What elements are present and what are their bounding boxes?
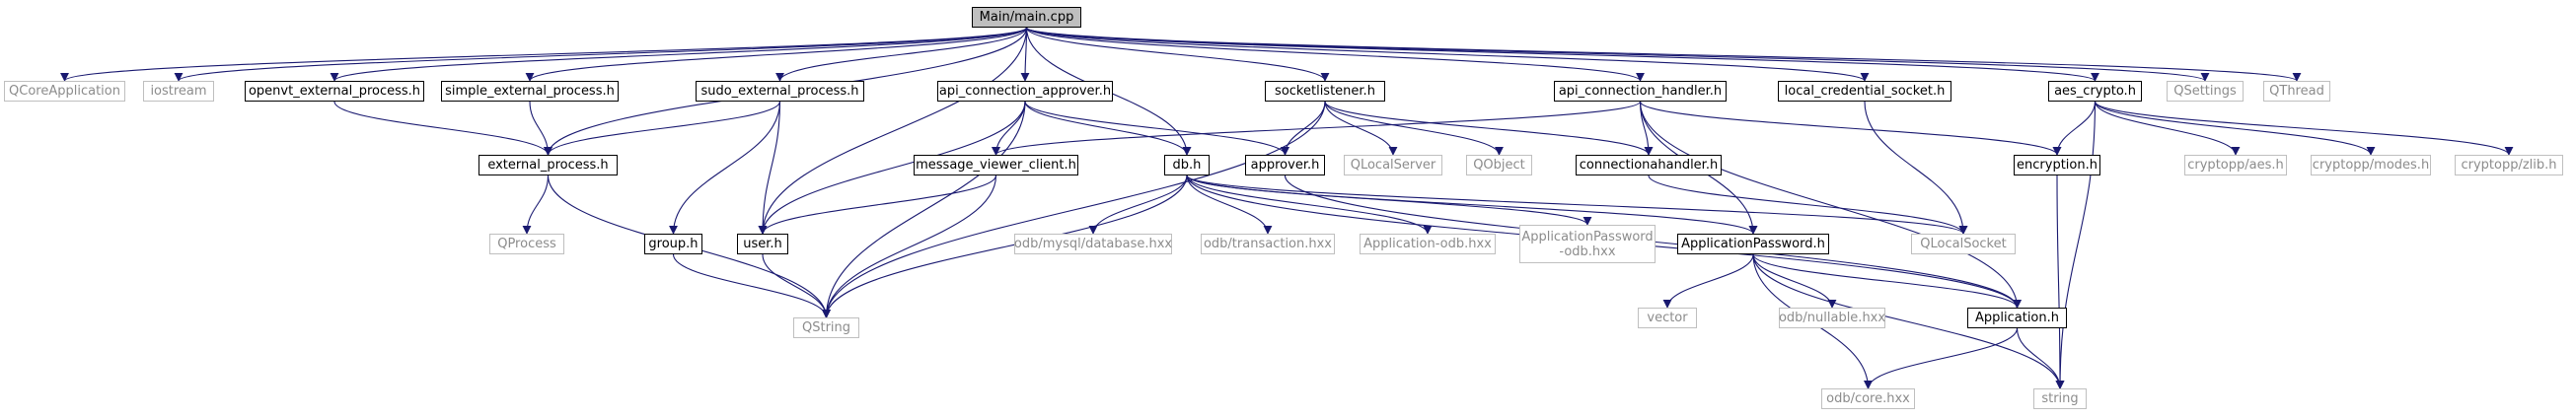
- edge-main-to-qthread: [1025, 27, 2302, 82]
- node-string: string: [2033, 388, 2087, 409]
- edge-extprocess-to-qprocess: [522, 175, 550, 235]
- node-odb-core: odb/core.hxx: [1821, 388, 1915, 409]
- edge-db-to-odbtrans: [1186, 175, 1273, 235]
- edge-sudo-to-group: [669, 101, 781, 235]
- node-message-viewer-client[interactable]: message_viewer_client.h: [914, 155, 1078, 175]
- edge-main-to-apihandler: [1025, 27, 1645, 82]
- edge-apppw-to-application: [1752, 253, 2022, 309]
- edge-approverclass-to-user: [758, 101, 1026, 235]
- edge-main-to-openvt: [330, 27, 1028, 82]
- edge-user-to-qstring: [762, 253, 831, 318]
- edge-db-to-odbmysql: [1088, 175, 1188, 235]
- node-applicationpassword-odb: ApplicationPassword -odb.hxx: [1519, 225, 1656, 263]
- edge-main-to-iostream: [174, 27, 1028, 82]
- node-socketlistener[interactable]: socketlistener.h: [1265, 81, 1385, 102]
- edge-apihandler-to-encryption: [1639, 101, 2062, 156]
- node-vector: vector: [1638, 308, 1697, 328]
- edge-msgviewer-to-user: [758, 175, 997, 235]
- edge-socketlistener-to-connhandler: [1324, 101, 1654, 156]
- edge-apppw-to-odbnullable: [1752, 253, 1837, 309]
- node-cryptopp-aes: cryptopp/aes.h: [2184, 155, 2287, 175]
- edge-socketlistener-to-qlocalserver: [1324, 101, 1398, 156]
- node-db[interactable]: db.h: [1164, 155, 1210, 175]
- edge-socketlistener-to-qobject: [1324, 101, 1504, 156]
- edge-main-to-socketlistener: [1025, 27, 1330, 82]
- edge-main-to-user: [758, 27, 1028, 235]
- edge-apppw-to-string: [1752, 253, 2065, 389]
- node-main-cpp[interactable]: Main/main.cpp: [972, 7, 1081, 28]
- edge-msgviewer-to-qstring: [822, 175, 997, 318]
- node-qprocess: QProcess: [489, 234, 564, 254]
- node-qthread: QThread: [2263, 81, 2330, 102]
- node-api-connection-approver[interactable]: api_connection_approver.h: [937, 81, 1113, 102]
- edge-main-to-aescrypto: [1025, 27, 2099, 82]
- node-odb-nullable: odb/nullable.hxx: [1779, 308, 1885, 328]
- node-api-connection-handler[interactable]: api_connection_handler.h: [1554, 81, 1727, 102]
- edge-apppw-to-vector: [1662, 253, 1754, 309]
- node-applicationpassword[interactable]: ApplicationPassword.h: [1677, 234, 1829, 254]
- node-openvt-external-process[interactable]: openvt_external_process.h: [245, 81, 424, 102]
- node-application-odb: Application-odb.hxx: [1360, 234, 1496, 254]
- edge-group-to-qstring: [672, 253, 831, 318]
- edge-main-to-simple: [525, 27, 1028, 82]
- edge-application-to-string: [2016, 327, 2065, 389]
- node-external-process[interactable]: external_process.h: [478, 155, 618, 175]
- node-aes-crypto[interactable]: aes_crypto.h: [2048, 81, 2142, 102]
- node-odb-transaction: odb/transaction.hxx: [1201, 234, 1335, 254]
- edge-apihandler-to-msgviewer: [992, 101, 1642, 156]
- edge-apihandler-to-application: [1639, 101, 2022, 309]
- node-connectionahandler[interactable]: connectionahandler.h: [1576, 155, 1722, 175]
- edge-main-to-sudo: [775, 27, 1028, 82]
- node-simple-external-process[interactable]: simple_external_process.h: [441, 81, 619, 102]
- node-group[interactable]: group.h: [644, 234, 702, 254]
- node-qlocalserver: QLocalServer: [1344, 155, 1442, 175]
- edge-openvt-to-extprocess: [333, 101, 552, 156]
- node-local-credential-socket[interactable]: local_credential_socket.h: [1778, 81, 1951, 102]
- node-iostream: iostream: [143, 81, 214, 102]
- node-qlocalsocket: QLocalSocket: [1911, 234, 2016, 254]
- edge-aescrypto-to-encryption: [2052, 101, 2097, 156]
- edge-main-to-localcred: [1025, 27, 1870, 82]
- node-qstring: QString: [793, 317, 859, 338]
- edge-application-to-odbcore: [1864, 327, 2019, 389]
- node-sudo-external-process[interactable]: sudo_external_process.h: [696, 81, 864, 102]
- edge-approverclass-to-approver: [1024, 101, 1289, 156]
- edge-main-to-qcoreapplication: [60, 27, 1028, 82]
- edge-db-to-qlocalsocket: [1186, 175, 1968, 235]
- node-encryption[interactable]: encryption.h: [2014, 155, 2100, 175]
- node-odb-mysql-database: odb/mysql/database.hxx: [1014, 234, 1172, 254]
- edge-socketlistener-to-qstring: [822, 101, 1326, 318]
- edge-sudo-to-extprocess: [544, 101, 781, 156]
- node-user[interactable]: user.h: [737, 234, 788, 254]
- node-qobject: QObject: [1466, 155, 1532, 175]
- edge-connhandler-to-qlocalsocket: [1648, 175, 1968, 235]
- edge-db-to-apppw: [1186, 175, 1758, 235]
- node-approver[interactable]: approver.h: [1245, 155, 1325, 175]
- node-cryptopp-modes: cryptopp/modes.h: [2311, 155, 2431, 175]
- edge-db-to-qstring: [822, 175, 1188, 318]
- edge-approverclass-to-db: [1024, 101, 1192, 156]
- edge-db-to-appodb: [1186, 175, 1433, 235]
- edge-aescrypto-to-string: [2055, 101, 2097, 389]
- edge-approverclass-to-qstring: [822, 101, 1026, 318]
- node-application[interactable]: Application.h: [1967, 308, 2067, 328]
- node-qsettings: QSettings: [2167, 81, 2244, 102]
- edge-aescrypto-to-crymodes: [2094, 101, 2376, 156]
- edge-sudo-to-user: [758, 101, 781, 235]
- node-cryptopp-zlib: cryptopp/zlib.h: [2455, 155, 2563, 175]
- edge-localcred-to-qlocalsocket: [1864, 101, 1968, 235]
- node-qcoreapplication: QCoreApplication: [4, 81, 125, 102]
- edge-aescrypto-to-cryaes: [2094, 101, 2241, 156]
- edge-aescrypto-to-cryzlib: [2094, 101, 2514, 156]
- edge-encryption-to-string: [2055, 175, 2065, 389]
